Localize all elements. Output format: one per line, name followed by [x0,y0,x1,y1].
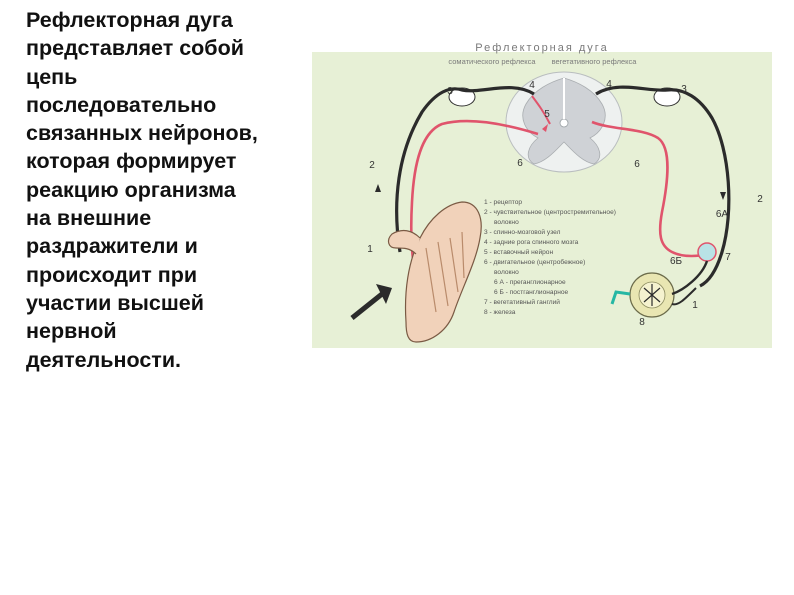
text-line: деятельности. [26,347,182,372]
legend-item: 7 - вегетативный ганглий [484,298,560,306]
legend-item: 3 - спинно-мозговой узел [484,228,561,236]
label-dorsal-horn-right: 4 [606,79,612,90]
legend-item: 2 - чувствительное (центростремительное) [484,209,616,216]
label-sensory-fiber-left: 2 [369,160,375,171]
spinal-ganglion-right [653,87,681,107]
interneuron [531,95,551,125]
text-line: реакцию организма [26,177,236,202]
text-line: представляет собой [26,36,244,61]
label-sensory-fiber-right: 2 [757,194,763,205]
text-line: которая формирует [26,149,237,174]
subtitle-somatic: соматического рефлекса [448,57,536,66]
text-line: происходит при [26,262,198,287]
subtitle-vegetative: вегетативного рефлекса [552,57,638,66]
gland [610,272,675,318]
label-receptor-left: 1 [367,244,373,255]
legend-item: волокно [494,269,519,276]
legend-item: 5 - вставочный нейрон [484,248,553,256]
legend-item: 4 - задние рога спинного мозга [484,239,579,246]
legend-item: 6 Б - постганглионарное [494,289,569,296]
legend-item: 6 А - преганглионарное [494,279,566,286]
text-line: связанных нейронов, [26,121,258,146]
gland-duct [610,290,631,305]
interneuron-synapse [542,124,548,132]
slide-body-text: Рефлекторная дуга представляет собой цеп… [26,6,316,374]
label-receptor-right: 1 [692,300,698,311]
text-line: участии высшей [26,290,204,315]
label-vegetative-ganglion: 7 [725,252,731,263]
direction-arrow-icon [375,184,381,192]
legend-item: 6 - двигательное (центробежное) [484,258,585,266]
direction-arrow-icon [720,192,726,200]
spinal-ganglion-left [448,87,476,107]
text-line: цепь [26,64,78,89]
text-line: нервной [26,319,117,344]
legend-item: 1 - рецептор [484,199,522,206]
label-ganglion-left: 3 [447,86,453,97]
sensory-fiber-right [595,85,731,288]
reflex-arc-diagram: Рефлекторная дуга соматического рефлекса… [312,42,772,348]
label-preganglionic: 6А [716,209,729,220]
label-interneuron: 5 [544,109,550,120]
label-ganglion-right: 3 [681,84,687,95]
label-gland: 8 [639,317,645,328]
stimulus-arrow-icon [350,284,392,320]
diagram-title: Рефлекторная дуга [475,42,608,54]
sensory-fiber-left [395,86,535,253]
legend: 1 - рецептор 2 - чувствительное (центрос… [484,199,616,316]
text-line: Рефлекторная дуга [26,8,233,32]
legend-item: 8 - железа [484,309,516,316]
motor-fiber-right [591,120,709,258]
legend-item: волокно [494,219,519,226]
vegetative-ganglion [697,242,717,262]
label-postganglionic: 6Б [670,256,683,267]
label-motor-fiber-right: 6 [634,159,640,170]
postganglionic-fiber [671,260,709,296]
label-dorsal-horn-left: 4 [529,80,535,91]
arm-illustration [387,201,482,343]
label-motor-fiber-left: 6 [517,158,523,169]
receptor-fiber-right [671,287,697,306]
text-line: раздражители и [26,234,198,259]
spinal-cord-section [505,71,623,173]
reflex-arc-svg: Рефлекторная дуга соматического рефлекса… [312,42,772,348]
text-line: последовательно [26,92,217,117]
text-line: на внешние [26,206,152,231]
